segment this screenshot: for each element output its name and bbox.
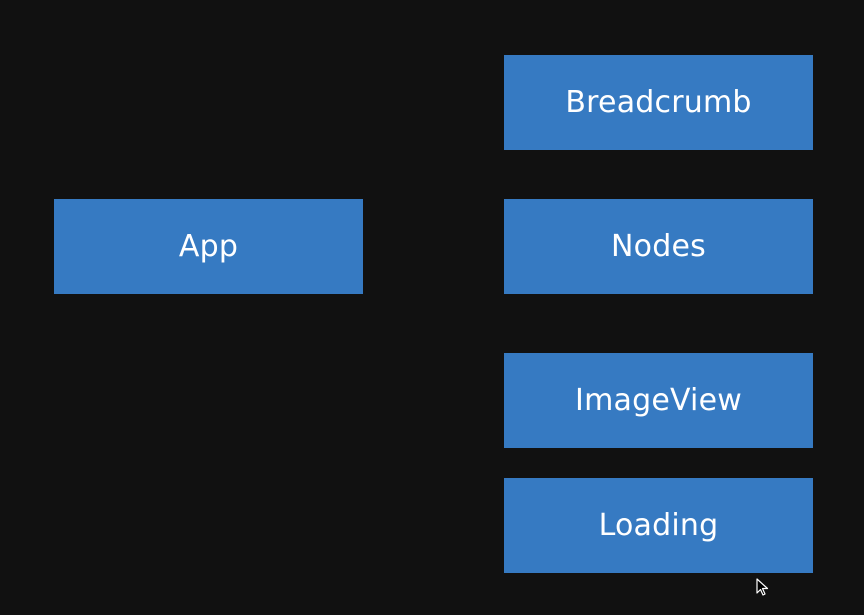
breadcrumb-box-label: Breadcrumb [565, 85, 752, 120]
imageview-box: ImageView [504, 353, 813, 448]
loading-box: Loading [504, 478, 813, 573]
loading-box-label: Loading [598, 508, 719, 543]
nodes-box: Nodes [504, 199, 813, 294]
mouse-pointer-icon [756, 578, 769, 596]
app-box-label: App [178, 229, 239, 264]
imageview-box-label: ImageView [575, 383, 742, 418]
app-box: App [54, 199, 363, 294]
breadcrumb-box: Breadcrumb [504, 55, 813, 150]
nodes-box-label: Nodes [611, 229, 706, 264]
